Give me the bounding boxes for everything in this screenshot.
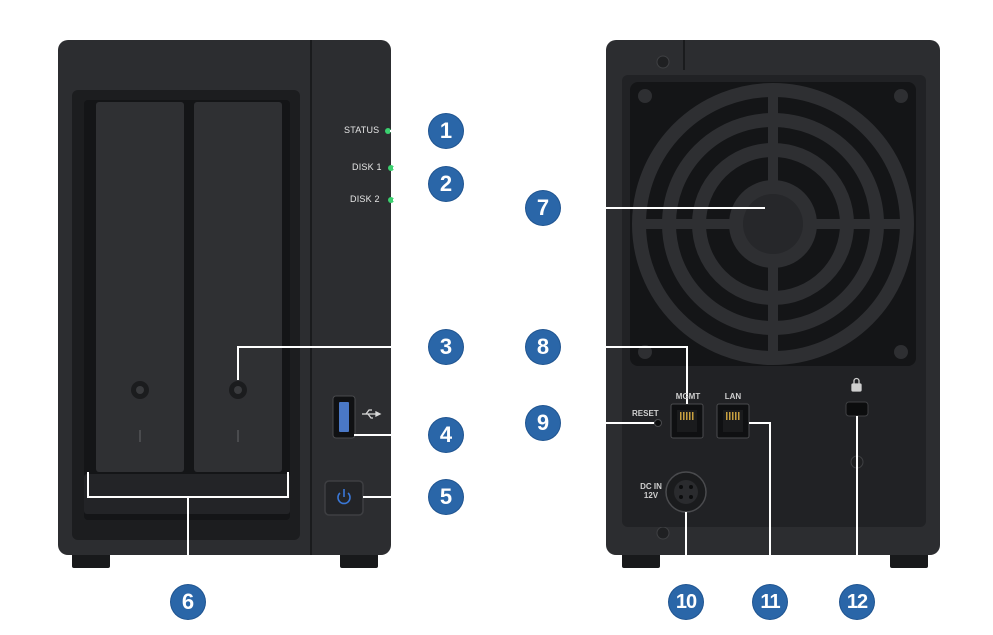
front-foot-left (72, 552, 110, 568)
callout-10: 10 (669, 585, 703, 619)
disk1-led (388, 165, 394, 171)
callout-6: 6 (171, 585, 205, 619)
back-screw-top (656, 55, 670, 69)
callout-5: 5 (429, 480, 463, 514)
drive-bay-bottom (84, 474, 290, 514)
disk2-label: DISK 2 (350, 194, 380, 204)
status-label: STATUS (344, 125, 380, 135)
back-screw-bottom (656, 526, 670, 540)
drive-tray-2 (194, 102, 282, 472)
callout-3: 3 (429, 330, 463, 364)
callout-4: 4 (429, 418, 463, 452)
reset-label: RESET (632, 409, 659, 418)
back-foot-right (890, 552, 928, 568)
disk1-label: DISK 1 (352, 162, 382, 172)
status-led (385, 128, 391, 134)
security-slot (845, 401, 869, 417)
usb-icon (362, 409, 382, 419)
drive-tray-1-led (139, 430, 141, 442)
callout-1: 1 (429, 114, 463, 148)
lan-label: LAN (724, 392, 742, 401)
callout-8: 8 (526, 330, 560, 364)
power-button[interactable] (324, 480, 364, 516)
callout-lines (87, 130, 858, 590)
callout-7: 7 (526, 191, 560, 225)
disk2-led (388, 197, 394, 203)
front-unit (58, 40, 394, 568)
reset-button[interactable] (654, 419, 662, 427)
mgmt-label: MGMT (675, 392, 701, 401)
drive-tray-2-led (237, 430, 239, 442)
callout-12: 12 (840, 585, 874, 619)
drive-tray-1 (96, 102, 184, 472)
fan-grille (630, 82, 916, 366)
front-foot-right (340, 552, 378, 568)
callout-2: 2 (429, 167, 463, 201)
back-foot-left (622, 552, 660, 568)
usb-port-tongue (339, 402, 349, 432)
dc-in-label-line2: 12V (643, 491, 659, 500)
power-icon (337, 489, 351, 505)
lock-icon (851, 377, 862, 392)
callout-9: 9 (526, 406, 560, 440)
callout-11: 11 (753, 585, 787, 619)
dc-in-label-line1: DC IN (640, 482, 662, 491)
front-divider (310, 40, 312, 555)
